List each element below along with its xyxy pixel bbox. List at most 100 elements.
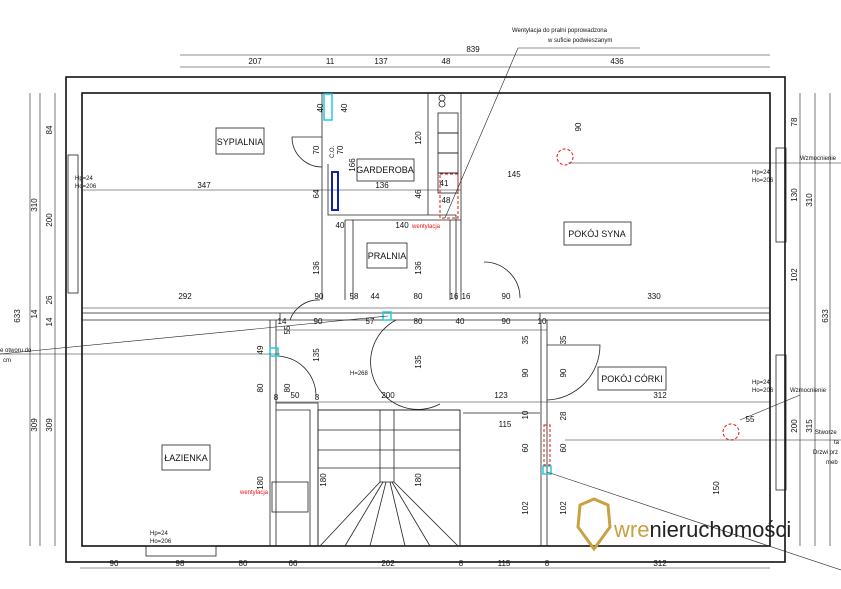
dimension-label: 90 bbox=[502, 292, 511, 301]
dimension-label: 102 bbox=[790, 268, 799, 282]
ventilation-label: wentylacja bbox=[411, 224, 441, 230]
dimension-label: 136 bbox=[312, 261, 321, 275]
dimension-label: 312 bbox=[653, 391, 667, 400]
dimension-label: 64 bbox=[312, 189, 321, 198]
dimension-label: 200 bbox=[790, 419, 799, 433]
dimension-label: 200 bbox=[381, 391, 395, 400]
dimension-label: 35 bbox=[521, 335, 530, 344]
vent-note: Wentylacja do pralni poprowadzona bbox=[512, 28, 608, 34]
window-labels: Hp=24 Ho=206 Hp=24 Ho=206 Hp=24 Ho=206 H… bbox=[75, 170, 774, 545]
dimension-label: 48 bbox=[442, 57, 451, 66]
note: Stworze bbox=[815, 430, 837, 436]
window-hp: Hp=24 bbox=[752, 380, 771, 386]
ceiling-point-icon bbox=[722, 423, 740, 441]
dimension-label: 123 bbox=[494, 391, 508, 400]
co-label: C.O. bbox=[330, 145, 336, 158]
reinforcement-note: Wzmocnienie bbox=[790, 388, 827, 394]
dimension-label: 330 bbox=[647, 292, 661, 301]
cyan-marker bbox=[382, 311, 392, 321]
dimension-label: 84 bbox=[45, 125, 54, 134]
ventilation-label: wentylacja bbox=[239, 490, 269, 496]
dimension-label: 80 bbox=[256, 383, 265, 392]
dimension-label: 436 bbox=[610, 57, 624, 66]
leader-lines bbox=[0, 47, 841, 571]
dimension-label: 80 bbox=[414, 292, 423, 301]
dimension-labels: 839 207 11 137 48 436 90 98 80 66 202 8 115 8 312 84 310… bbox=[13, 45, 830, 568]
dimension-label: 80 bbox=[239, 559, 248, 568]
dimension-label: 55 bbox=[746, 415, 755, 424]
dimension-label: 180 bbox=[256, 476, 265, 490]
room-labels: SYPIALNIA GARDEROBA PRALNIA POKÓJ SYNA P… bbox=[161, 127, 667, 471]
dimension-label: 40 bbox=[316, 103, 325, 112]
dimension-label: 310 bbox=[30, 198, 39, 212]
dimension-label: 115 bbox=[499, 420, 512, 429]
dimension-label: 8 bbox=[315, 393, 320, 402]
dimension-label: 180 bbox=[414, 473, 423, 487]
dimension-label: 135 bbox=[414, 355, 423, 369]
dimension-label: 140 bbox=[395, 221, 409, 230]
dimension-label: 98 bbox=[176, 559, 185, 568]
window-ho: Ho=206 bbox=[752, 388, 774, 394]
dimension-label: 130 bbox=[790, 188, 799, 202]
dimension-label: 200 bbox=[45, 213, 54, 227]
dimension-label: 102 bbox=[521, 501, 530, 515]
dimension-label: 90 bbox=[574, 122, 583, 131]
dimension-label: 10 bbox=[538, 317, 547, 326]
dimension-label: 150 bbox=[712, 481, 721, 495]
dimension-label: 48 bbox=[442, 196, 451, 205]
reinforcement-note: Wzmocnienie bbox=[800, 156, 837, 162]
dimension-label: 26 bbox=[45, 295, 54, 304]
dimension-label: 202 bbox=[381, 559, 395, 568]
dimension-label: 70 bbox=[336, 145, 345, 154]
dimension-label: 310 bbox=[805, 193, 814, 207]
dimension-label: 120 bbox=[414, 131, 423, 145]
dimension-label: 115 bbox=[498, 559, 511, 568]
dimension-label: 137 bbox=[374, 57, 388, 66]
dimension-label: 145 bbox=[507, 170, 521, 179]
dimension-label: 66 bbox=[289, 559, 298, 568]
dimension-label: 312 bbox=[653, 559, 667, 568]
note: ta bbox=[834, 440, 840, 446]
dimension-label: 28 bbox=[559, 411, 568, 420]
dimension-label: 90 bbox=[110, 559, 119, 568]
dimension-lines bbox=[29, 54, 831, 569]
dimension-label: 40 bbox=[336, 221, 345, 230]
dimension-label: 16 bbox=[462, 292, 471, 301]
dimension-label: 14 bbox=[45, 317, 54, 326]
walls bbox=[65, 76, 786, 563]
windows bbox=[67, 147, 787, 557]
dimension-label: 315 bbox=[805, 419, 814, 433]
dimension-label: 135 bbox=[312, 348, 321, 362]
height-label: H=268 bbox=[350, 371, 369, 377]
door-swings bbox=[275, 136, 601, 410]
dimension-label: 839 bbox=[466, 45, 480, 54]
radiator-icon bbox=[331, 171, 339, 211]
window-hp: Hp=24 bbox=[752, 170, 771, 176]
dimension-label: 90 bbox=[521, 368, 530, 377]
dimension-label: 46 bbox=[414, 189, 423, 198]
shelving bbox=[437, 94, 459, 194]
dimension-label: 70 bbox=[312, 145, 321, 154]
dimension-label: 8 bbox=[274, 393, 279, 402]
window-ho: Ho=206 bbox=[75, 184, 97, 190]
dimension-label: 57 bbox=[366, 317, 375, 326]
room-bathroom: ŁAZIENKA bbox=[164, 453, 208, 463]
ceiling-point-icon bbox=[556, 148, 574, 166]
dimension-label: 44 bbox=[371, 292, 380, 301]
dimension-label: 80 bbox=[414, 317, 423, 326]
dimension-label: 207 bbox=[248, 57, 262, 66]
cyan-marker bbox=[269, 347, 279, 357]
dimension-label: 58 bbox=[350, 292, 359, 301]
dimension-label: 50 bbox=[291, 391, 300, 400]
logo-text: wrenieruchomości bbox=[613, 517, 791, 542]
dimension-label: 55 bbox=[283, 325, 292, 334]
note: Drzwi prz bbox=[813, 450, 838, 456]
dimension-label: 80 bbox=[283, 383, 292, 392]
dimension-label: 11 bbox=[326, 57, 335, 66]
room-bedroom: SYPIALNIA bbox=[217, 137, 264, 147]
dimension-label: 8 bbox=[545, 559, 550, 568]
vent-shaft bbox=[439, 173, 459, 219]
dimension-label: 10 bbox=[521, 410, 530, 419]
dimension-label: 102 bbox=[559, 501, 568, 515]
